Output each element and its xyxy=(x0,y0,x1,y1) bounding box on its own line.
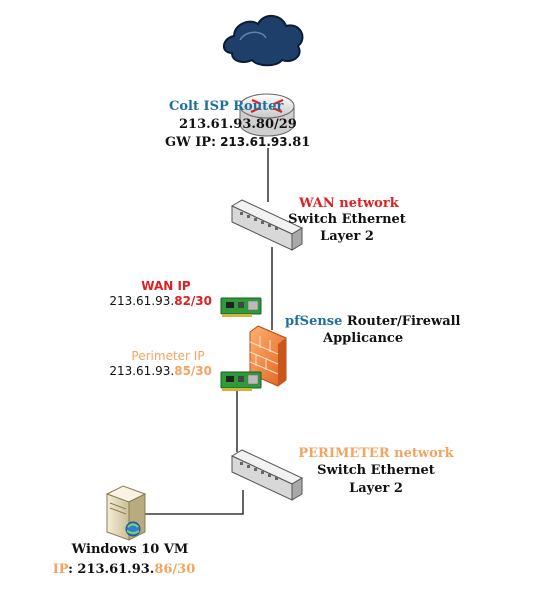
perimeter-ip-suffix: 85/30 xyxy=(174,364,212,378)
switch-icon xyxy=(230,199,304,251)
perimeter-ip-label: Perimeter IP xyxy=(131,349,204,363)
nic-icon xyxy=(220,371,262,391)
router-gw-ip: GW IP: 213.61.93.81 xyxy=(165,135,310,150)
perimeter-ip-prefix: 213.61.93. xyxy=(109,364,174,378)
connection-lines xyxy=(145,148,273,515)
perimeter-ip-value: 213.61.93.85/30 xyxy=(109,364,212,378)
perimeter-switch-line1: Switch Ethernet xyxy=(317,463,435,478)
server-title: Windows 10 VM xyxy=(71,542,189,557)
router-icon xyxy=(239,93,295,137)
server-ip-suffix: 86/30 xyxy=(154,562,195,577)
perimeter-switch-line2: Layer 2 xyxy=(349,481,403,496)
firewall-title-rest: Router/Firewall xyxy=(342,314,460,329)
router-subnet: 213.61.93.80/29 xyxy=(179,117,297,132)
server-ip: IP: 213.61.93.86/30 xyxy=(53,562,196,577)
firewall-icon xyxy=(249,325,287,387)
nic-icon xyxy=(220,297,262,317)
server-ip-mid: : 213.61.93. xyxy=(68,562,154,577)
perimeter-switch-title: PERIMETER network xyxy=(298,446,454,461)
router-gw-suffix: 81 xyxy=(292,135,310,150)
wan-ip-prefix: 213.61.93. xyxy=(109,294,174,308)
router-gw-label: GW IP xyxy=(165,135,211,150)
switch-icon xyxy=(230,449,304,501)
wan-switch-line2: Layer 2 xyxy=(320,229,374,244)
wan-switch-line1: Switch Ethernet xyxy=(288,212,406,227)
wan-switch-title: WAN network xyxy=(298,196,400,211)
firewall-title: pfSense Router/Firewall xyxy=(285,314,461,329)
router-gw-prefix: : 213.61.93. xyxy=(211,135,292,149)
router-title: Colt ISP Router xyxy=(169,99,283,114)
wan-ip-suffix: 82/30 xyxy=(174,294,212,308)
server-icon xyxy=(105,485,147,541)
server-ip-label: IP xyxy=(53,562,69,577)
link-perimeter-switch-server xyxy=(145,490,244,515)
wan-ip-label: WAN IP xyxy=(141,279,191,293)
firewall-line2: Applicance xyxy=(322,331,403,346)
cloud-icon xyxy=(223,15,304,67)
firewall-brand: pfSense xyxy=(285,314,342,329)
wan-ip-value: 213.61.93.82/30 xyxy=(109,294,212,308)
